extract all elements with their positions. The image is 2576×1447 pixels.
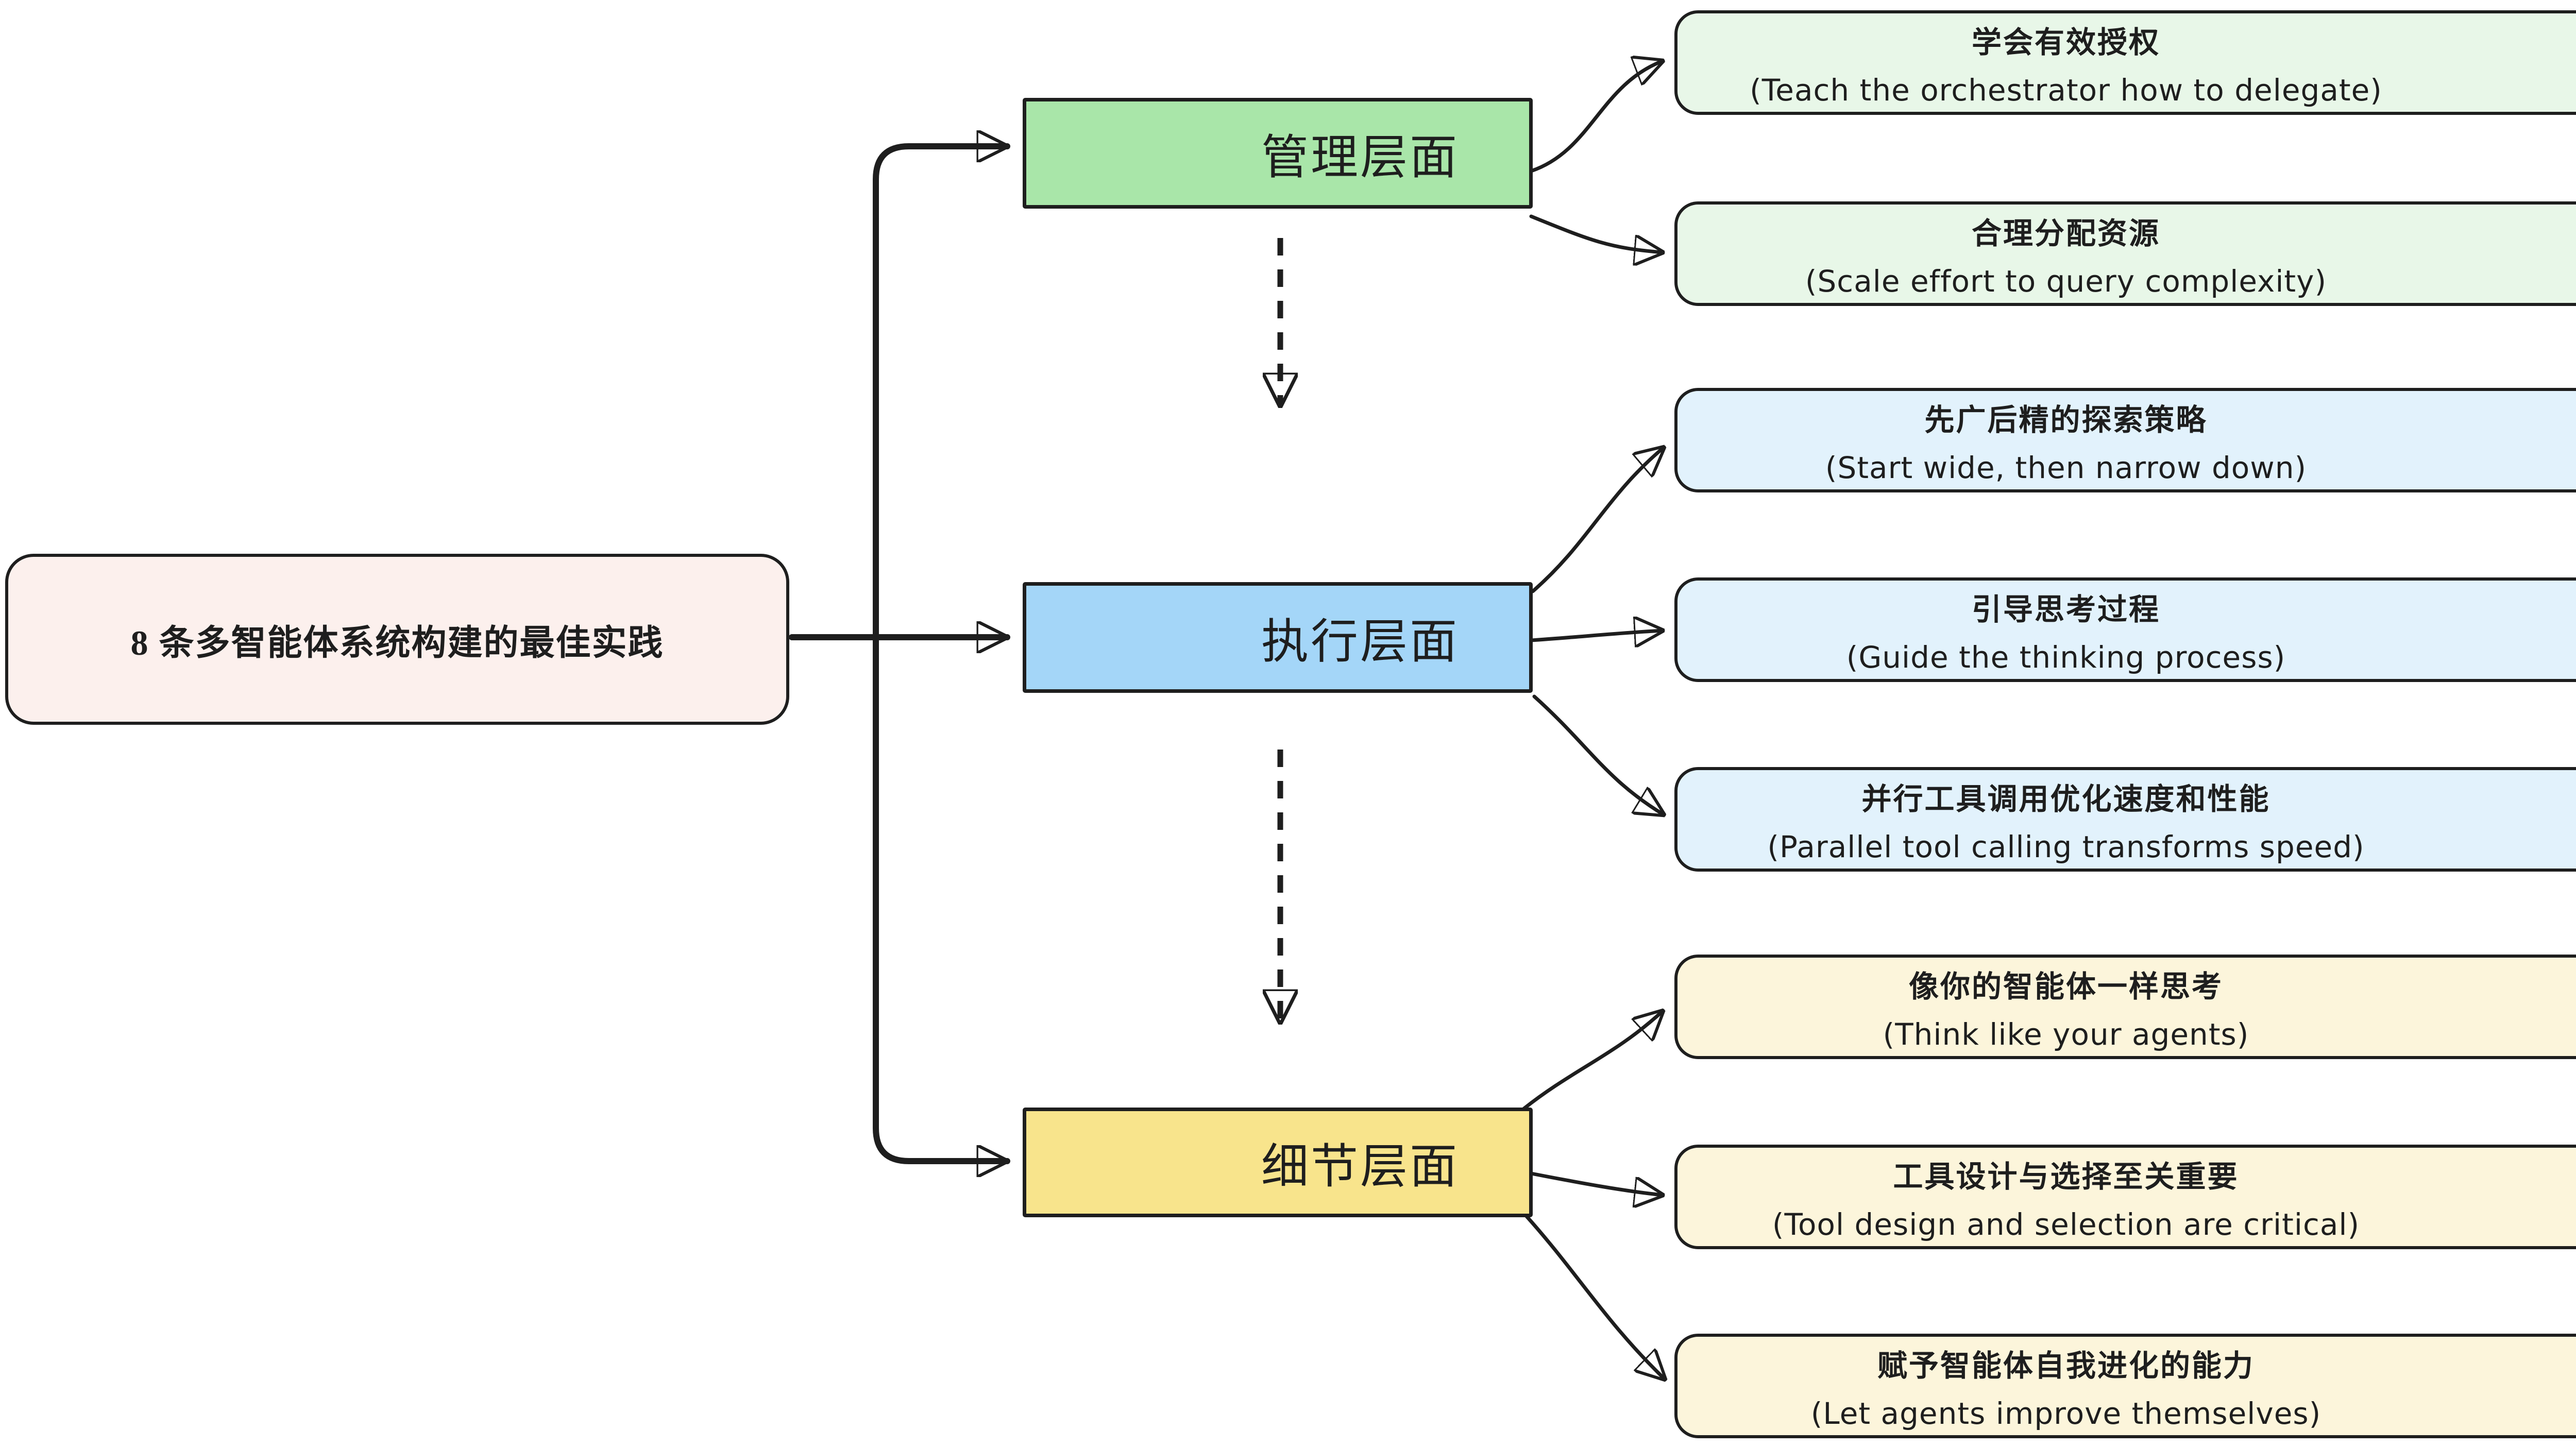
leaf-zh-label: 学会有效授权 (1971, 24, 2160, 60)
connector-execution-to-leaf-2 (1529, 631, 1663, 640)
leaf-zh-label: 赋予智能体自我进化的能力 (1877, 1348, 2255, 1383)
leaf-node-scale-effort[interactable]: 合理分配资源 (Scale effort to query complexity… (1674, 201, 2576, 306)
leaf-en-label: (Let agents improve themselves) (1810, 1395, 2321, 1431)
branch-node-detail-label: 细节层面 (1261, 1140, 1459, 1193)
leaf-en-label: (Tool design and selection are critical) (1772, 1206, 2360, 1242)
leaf-zh-label: 引导思考过程 (1971, 591, 2160, 627)
leaf-zh-label: 先广后精的探索策略 (1924, 402, 2208, 437)
leaf-en-label: (Start wide, then narrow down) (1825, 450, 2307, 485)
leaf-zh-label: 并行工具调用优化速度和性能 (1861, 781, 2270, 816)
leaf-node-self-improve[interactable]: 赋予智能体自我进化的能力 (Let agents improve themsel… (1674, 1334, 2576, 1438)
leaf-text: 学会有效授权 (Teach the orchestrator how to de… (1750, 18, 2382, 108)
connector-detail-to-leaf-3 (1524, 1214, 1665, 1380)
leaf-zh-label: 合理分配资源 (1971, 215, 2160, 251)
leaf-text: 像你的智能体一样思考 (Think like your agents) (1883, 962, 2249, 1052)
leaf-node-tool-design[interactable]: 工具设计与选择至关重要 (Tool design and selection a… (1674, 1145, 2576, 1249)
leaf-text: 先广后精的探索策略 (Start wide, then narrow down) (1825, 396, 2307, 485)
connector-trunk-to-management (873, 146, 1010, 642)
connector-execution-to-leaf-3 (1532, 694, 1664, 815)
leaf-text: 合理分配资源 (Scale effort to query complexity… (1805, 209, 2327, 299)
leaf-en-label: (Parallel tool calling transforms speed) (1767, 829, 2365, 864)
branch-node-management-label: 管理层面 (1261, 131, 1459, 184)
leaf-zh-label: 像你的智能体一样思考 (1908, 968, 2223, 1004)
leaf-node-think-like-agents[interactable]: 像你的智能体一样思考 (Think like your agents) (1674, 955, 2576, 1059)
root-node-label: 8 条多智能体系统构建的最佳实践 (130, 623, 664, 662)
leaf-text: 并行工具调用优化速度和性能 (Parallel tool calling tra… (1767, 775, 2364, 864)
connector-detail-to-leaf-2 (1529, 1171, 1663, 1195)
leaf-en-label: (Guide the thinking process) (1846, 639, 2286, 675)
leaf-en-label: (Scale effort to query complexity) (1805, 263, 2327, 299)
connector-execution-to-leaf-1 (1531, 447, 1664, 593)
connector-detail-to-leaf-1 (1522, 1011, 1663, 1111)
leaf-node-start-wide[interactable]: 先广后精的探索策略 (Start wide, then narrow down) (1674, 388, 2576, 492)
branch-node-execution[interactable]: 执行层面 (1023, 582, 1533, 693)
branch-node-management[interactable]: 管理层面 (1023, 98, 1533, 209)
root-node[interactable]: 8 条多智能体系统构建的最佳实践 (5, 554, 789, 725)
leaf-text: 工具设计与选择至关重要 (Tool design and selection a… (1772, 1152, 2360, 1242)
connector-management-to-leaf-1 (1529, 61, 1663, 173)
connector-management-to-leaf-2 (1529, 214, 1663, 252)
leaf-node-delegate[interactable]: 学会有效授权 (Teach the orchestrator how to de… (1674, 10, 2576, 115)
leaf-zh-label: 工具设计与选择至关重要 (1893, 1159, 2239, 1194)
leaf-node-guide-thinking[interactable]: 引导思考过程 (Guide the thinking process) (1674, 577, 2576, 682)
branch-node-detail[interactable]: 细节层面 (1023, 1108, 1533, 1217)
leaf-text: 赋予智能体自我进化的能力 (Let agents improve themsel… (1811, 1341, 2321, 1431)
leaf-en-label: (Think like your agents) (1883, 1016, 2249, 1052)
leaf-text: 引导思考过程 (Guide the thinking process) (1846, 585, 2286, 675)
connector-trunk-to-detail (873, 633, 1010, 1161)
leaf-en-label: (Teach the orchestrator how to delegate) (1750, 72, 2382, 108)
branch-node-execution-label: 执行层面 (1261, 616, 1459, 668)
leaf-node-parallel-tools[interactable]: 并行工具调用优化速度和性能 (Parallel tool calling tra… (1674, 767, 2576, 872)
